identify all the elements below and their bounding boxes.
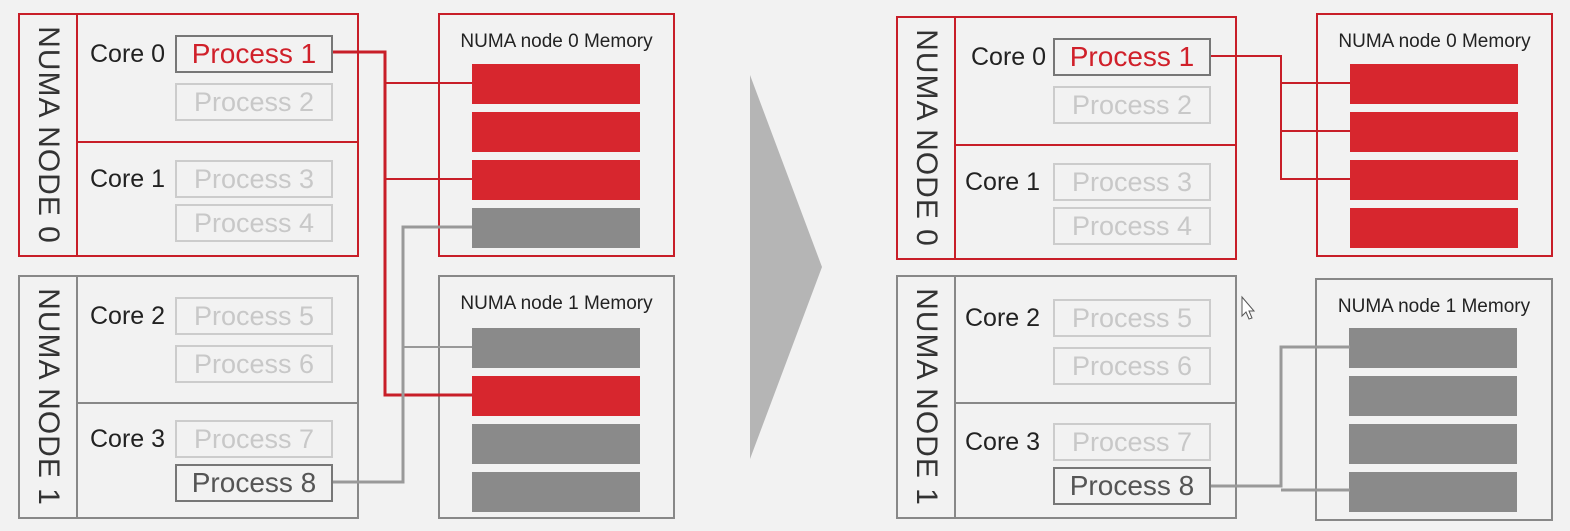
right-core-1-label: Core 1 (965, 168, 1041, 196)
right-line-p1-main (1211, 55, 1350, 180)
left-process-6[interactable]: Process 6 (175, 345, 333, 383)
right-node-1-label-column: NUMA NODE 1 (898, 277, 956, 517)
right-numa-node-1-memory: NUMA node 1 Memory (1315, 278, 1553, 521)
right-line-p8-main (1211, 345, 1350, 488)
right-mem-0-title: NUMA node 0 Memory (1338, 31, 1531, 52)
right-mem-1-block-2 (1349, 376, 1517, 416)
right-process-1[interactable]: Process 1 (1053, 38, 1211, 76)
left-numa-node-0: NUMA NODE 0 Core 0 Process 1 Process 2 C… (18, 13, 359, 257)
right-mem-1-block-3 (1349, 424, 1517, 464)
left-line-p1-main (333, 50, 472, 397)
left-numa-node-1-memory: NUMA node 1 Memory (438, 275, 675, 519)
left-process-3[interactable]: Process 3 (175, 160, 333, 198)
left-process-4[interactable]: Process 4 (175, 204, 333, 242)
left-numa-node-0-memory: NUMA node 0 Memory (438, 13, 675, 257)
left-mem-0-block-1 (472, 64, 640, 104)
left-process-7[interactable]: Process 7 (175, 420, 333, 458)
right-core-0-label: Core 0 (971, 43, 1047, 71)
left-line-p8-main (333, 225, 472, 484)
right-core-3-label: Core 3 (965, 428, 1041, 456)
right-process-6[interactable]: Process 6 (1053, 347, 1211, 385)
left-core-3-label: Core 3 (90, 425, 166, 453)
right-mem-1-title: NUMA node 1 Memory (1337, 296, 1531, 317)
right-mem-1-block-1 (1349, 328, 1517, 368)
left-core-2-label: Core 2 (90, 302, 166, 330)
right-mem-0-block-3 (1350, 160, 1518, 200)
left-mem-1-block-3 (472, 424, 640, 464)
left-mem-1-block-2 (472, 376, 640, 416)
left-mem-0-block-3 (472, 160, 640, 200)
right-process-5[interactable]: Process 5 (1053, 299, 1211, 337)
right-process-4[interactable]: Process 4 (1053, 207, 1211, 245)
left-mem-1-block-4 (472, 472, 640, 512)
right-node-0-core-divider (956, 144, 1235, 146)
left-core-1-label: Core 1 (90, 165, 166, 193)
left-mem-0-title: NUMA node 0 Memory (460, 31, 653, 52)
left-mem-1-title: NUMA node 1 Memory (460, 293, 653, 314)
left-numa-node-1: NUMA NODE 1 Core 2 Process 5 Process 6 C… (18, 275, 359, 519)
right-mem-0-block-2 (1350, 112, 1518, 152)
left-process-8[interactable]: Process 8 (175, 464, 333, 502)
right-mem-0-block-1 (1350, 64, 1518, 104)
left-mem-1-block-1 (472, 328, 640, 368)
right-core-2-label: Core 2 (965, 304, 1041, 332)
right-process-7[interactable]: Process 7 (1053, 423, 1211, 461)
right-mem-1-block-4 (1349, 472, 1517, 512)
left-node-0-label-column: NUMA NODE 0 (20, 15, 78, 255)
left-mem-0-block-4 (472, 208, 640, 248)
right-process-2[interactable]: Process 2 (1053, 86, 1211, 124)
right-numa-node-0: NUMA NODE 0 Core 0 Process 1 Process 2 C… (896, 16, 1237, 260)
right-mem-0-block-4 (1350, 208, 1518, 248)
left-process-2[interactable]: Process 2 (175, 83, 333, 121)
left-node-1-core-divider (78, 402, 357, 404)
right-numa-node-1: NUMA NODE 1 Core 2 Process 5 Process 6 C… (896, 275, 1237, 519)
left-core-0-label: Core 0 (90, 40, 166, 68)
right-numa-node-0-memory: NUMA node 0 Memory (1316, 13, 1553, 257)
left-node-1-label-column: NUMA NODE 1 (20, 277, 78, 517)
left-process-5[interactable]: Process 5 (175, 297, 333, 335)
left-mem-0-block-2 (472, 112, 640, 152)
right-process-8[interactable]: Process 8 (1053, 467, 1211, 505)
right-node-0-label-column: NUMA NODE 0 (898, 18, 956, 258)
left-process-1[interactable]: Process 1 (175, 35, 333, 73)
right-node-1-core-divider (956, 402, 1235, 404)
left-node-0-core-divider (78, 141, 357, 143)
right-process-3[interactable]: Process 3 (1053, 163, 1211, 201)
